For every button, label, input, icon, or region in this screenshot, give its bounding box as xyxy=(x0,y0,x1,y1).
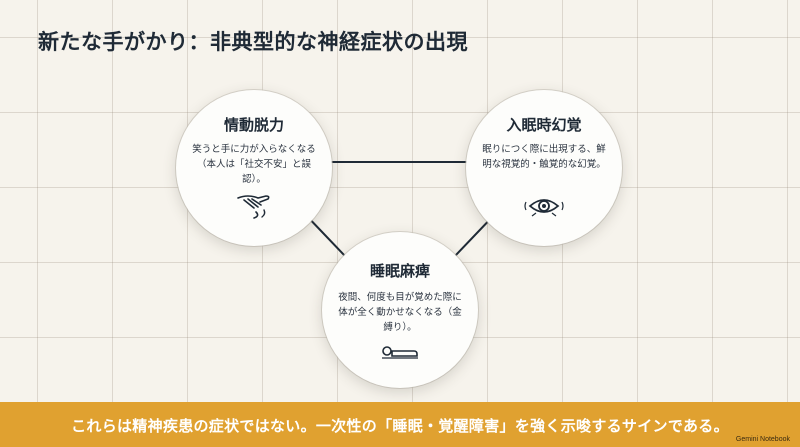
node-title: 睡眠麻痺 xyxy=(369,262,430,280)
brand-watermark: Gemini Notebook xyxy=(735,436,790,443)
limp-hand-icon xyxy=(237,195,270,219)
eye-icon xyxy=(524,199,564,217)
node-description: 夜間、何度も目が覚めた際に体が全く動かせなくなる（金縛り）。 xyxy=(338,292,462,333)
lying-person-icon xyxy=(382,346,418,359)
conclusion-banner: これらは精神疾患の症状ではない。一次性の「睡眠・覚醒障害」を強く示唆するサインで… xyxy=(0,402,800,447)
node-cataplexy: 情動脱力 笑うと手に力が入らなくなる（本人は「社交不安」と誤認）。 xyxy=(176,90,332,246)
page-title: 新たな手がかり：非典型的な神経症状の出現 xyxy=(38,30,468,54)
node-title: 情動脱力 xyxy=(223,116,284,134)
node-hallucination: 入眠時幻覚 眠りにつく際に出現する、鮮明な視覚的・触覚的な幻覚。 xyxy=(466,90,622,246)
node-description: 笑うと手に力が入らなくなる（本人は「社交不安」と誤認）。 xyxy=(192,144,316,185)
node-description: 眠りにつく際に出現する、鮮明な視覚的・触覚的な幻覚。 xyxy=(482,144,606,170)
node-paralysis: 睡眠麻痺 夜間、何度も目が覚めた際に体が全く動かせなくなる（金縛り）。 xyxy=(322,232,478,388)
node-title: 入眠時幻覚 xyxy=(506,116,582,134)
banner-text: これらは精神疾患の症状ではない。一次性の「睡眠・覚醒障害」を強く示唆するサインで… xyxy=(71,417,729,435)
